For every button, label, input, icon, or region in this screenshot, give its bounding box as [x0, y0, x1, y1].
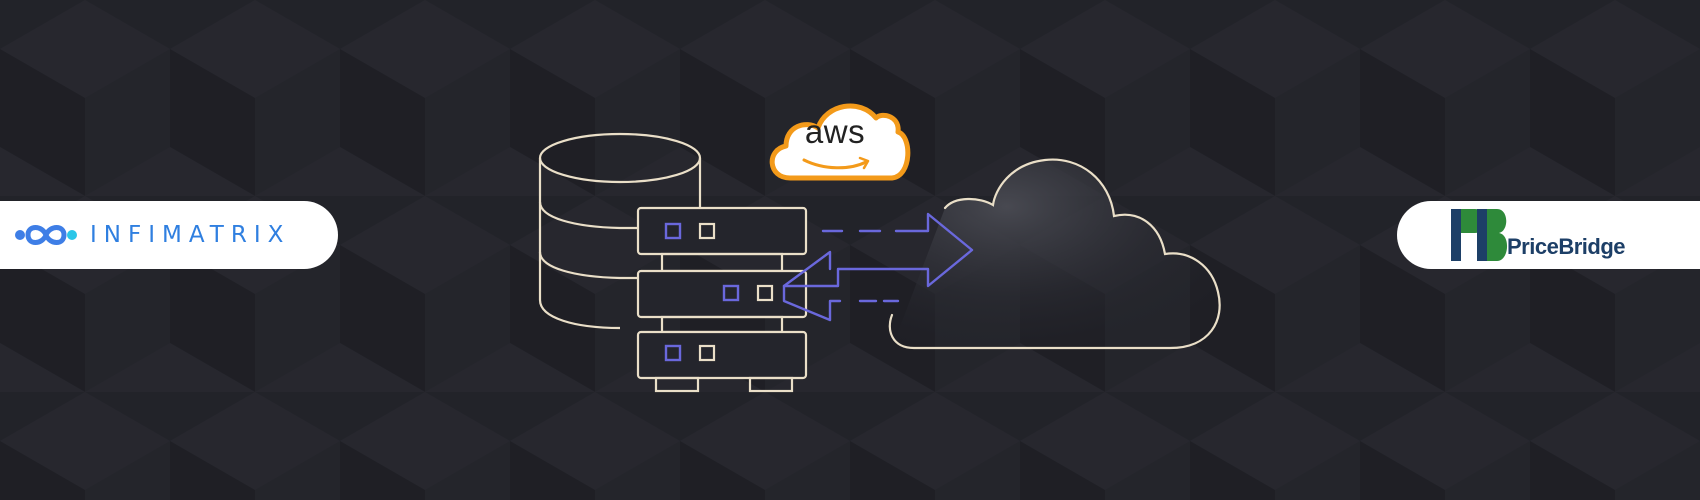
server-rack-icon: [636, 206, 808, 393]
cloud-icon: [888, 158, 1221, 350]
database-icon: [538, 132, 702, 330]
infimatrix-wordmark: INFIMATRIX: [90, 222, 291, 248]
sync-arrows-icon: [782, 212, 974, 322]
pricebridge-logo: PriceBridge: [1397, 201, 1700, 269]
aws-badge: [769, 103, 911, 181]
pricebridge-wordmark: PriceBridge: [1507, 234, 1626, 259]
aws-logo-text: aws: [804, 113, 866, 150]
pricebridge-monogram-icon: [1451, 209, 1508, 261]
infimatrix-link-icon: [15, 225, 77, 245]
infimatrix-logo: INFIMATRIX: [0, 201, 338, 269]
